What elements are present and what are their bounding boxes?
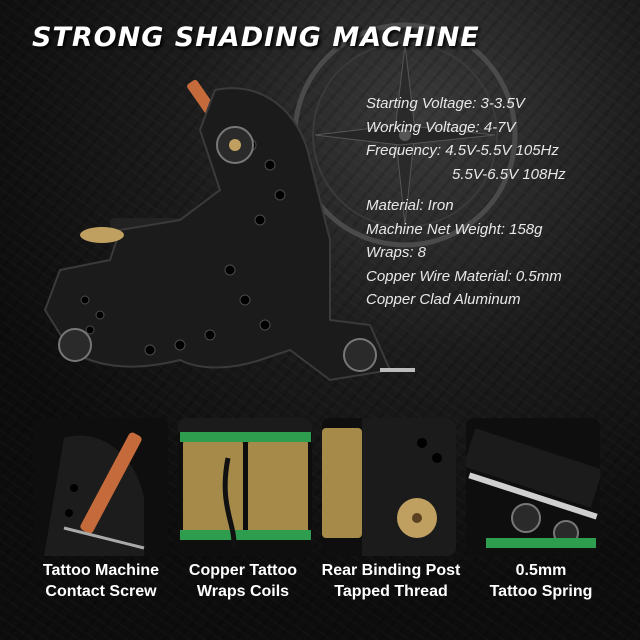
specifications-list: Starting Voltage: 3-3.5V Working Voltage…	[366, 92, 634, 312]
spec-wraps: Wraps: 8	[366, 244, 427, 261]
coils-icon	[178, 418, 312, 556]
caption-contact-screw: Tattoo Machine Contact Screw	[42, 562, 160, 600]
spec-net-weight: Machine Net Weight: 158g	[366, 220, 543, 238]
thumb-contact-screw	[34, 418, 168, 556]
banner-title: STRONG SHADING MACHINE	[32, 22, 480, 53]
spec-frequency: Frequency: 4.5V-5.5V 105Hz	[366, 142, 559, 159]
feature-thumbnails	[34, 418, 604, 558]
caption-coils: Copper Tattoo Wraps Coils	[188, 562, 298, 600]
spec-material: Material: Iron	[366, 197, 454, 214]
caption-spring: 0.5mm Tattoo Spring	[489, 562, 593, 600]
spec-copper-clad: Copper Clad Aluminum	[366, 291, 521, 308]
binding-post-icon	[322, 418, 456, 556]
spring-icon	[466, 418, 600, 556]
spec-copper-wire: Copper Wire Material: 0.5mm	[366, 267, 562, 285]
thumb-spring	[466, 418, 600, 556]
thumb-coils	[178, 418, 312, 556]
spec-starting-voltage: Starting Voltage: 3-3.5V	[366, 95, 525, 112]
feature-captions: Tattoo Machine Contact Screw Copper Tatt…	[20, 560, 620, 630]
tattoo-machine-image	[43, 79, 415, 382]
spec-working-voltage: Working Voltage: 4-7V	[366, 118, 516, 136]
spec-frequency-2: 5.5V-6.5V 108Hz	[452, 165, 566, 183]
contact-screw-icon	[34, 418, 168, 556]
caption-binding-post: Rear Binding Post Tapped Thread	[321, 562, 461, 600]
thumb-binding-post	[322, 418, 456, 556]
